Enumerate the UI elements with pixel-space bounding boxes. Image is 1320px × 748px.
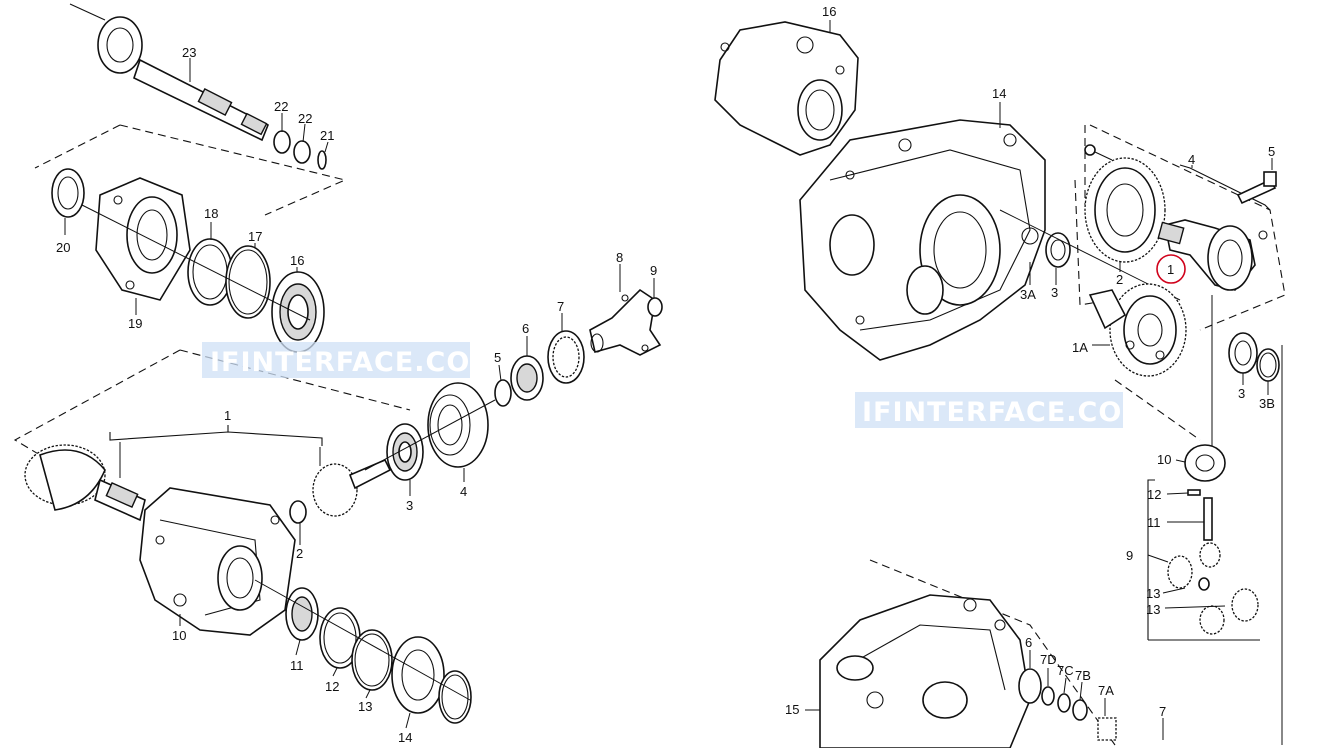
pinion-gear bbox=[312, 458, 392, 517]
transfer-case-housing bbox=[139, 487, 296, 636]
label-7: 7 bbox=[557, 299, 564, 314]
label-r11: 11 bbox=[1147, 515, 1161, 530]
label-r10: 10 bbox=[1157, 452, 1171, 467]
label-22a: 22 bbox=[274, 99, 288, 114]
rings-7D-7C-7B bbox=[1041, 686, 1088, 721]
ring-gear-2 bbox=[1084, 157, 1166, 263]
label-9: 9 bbox=[650, 263, 657, 278]
label-r7A: 7A bbox=[1098, 683, 1114, 698]
label-16: 16 bbox=[290, 253, 304, 268]
ring-3B bbox=[1256, 348, 1280, 382]
label-21: 21 bbox=[320, 128, 334, 143]
label-22b: 22 bbox=[298, 111, 312, 126]
label-r9: 9 bbox=[1126, 548, 1133, 563]
label-r16: 16 bbox=[822, 4, 836, 19]
label-r7D: 7D bbox=[1040, 652, 1057, 667]
o-ring-13 bbox=[351, 629, 393, 691]
label-r13b: 13 bbox=[1146, 602, 1160, 617]
label-r7C: 7C bbox=[1057, 663, 1074, 678]
label-13: 13 bbox=[358, 699, 372, 714]
seal-3 bbox=[1228, 332, 1258, 374]
seal-6 bbox=[1018, 668, 1042, 704]
label-r7B: 7B bbox=[1075, 668, 1091, 683]
pinion-7A bbox=[1097, 717, 1117, 741]
ring-5 bbox=[494, 379, 512, 407]
spider-gears bbox=[1167, 542, 1259, 635]
bearing-11 bbox=[285, 587, 319, 641]
label-r3b: 3 bbox=[1238, 386, 1245, 401]
label-12: 12 bbox=[325, 679, 339, 694]
seal-3-right bbox=[1045, 232, 1071, 268]
label-17: 17 bbox=[248, 229, 262, 244]
o-rings-left bbox=[187, 238, 271, 319]
label-8: 8 bbox=[616, 250, 623, 265]
gear-1A bbox=[1088, 283, 1187, 377]
label-r1A: 1A bbox=[1072, 340, 1088, 355]
ring-2 bbox=[289, 500, 307, 524]
drive-shaft-assembly bbox=[69, 3, 327, 170]
label-14: 14 bbox=[398, 730, 412, 745]
bolt bbox=[1084, 144, 1113, 161]
label-r15: 15 bbox=[785, 702, 799, 717]
label-r6: 6 bbox=[1025, 635, 1032, 650]
label-5: 5 bbox=[494, 350, 501, 365]
label-r3A: 3A bbox=[1020, 287, 1036, 302]
adapter-housing-16 bbox=[714, 21, 859, 156]
label-19: 19 bbox=[128, 316, 142, 331]
highlight-ring bbox=[1156, 254, 1186, 284]
label-4: 4 bbox=[460, 484, 467, 499]
shaft-11 bbox=[1203, 497, 1213, 541]
svg-text:IFINTERFACE.COM: IFINTERFACE.COM bbox=[862, 397, 1150, 428]
part-labels: 23 22 22 21 20 19 18 17 16 1 2 3 4 5 6 7… bbox=[56, 4, 1275, 745]
flange-housing bbox=[51, 168, 191, 301]
bearing-7 bbox=[547, 330, 585, 384]
label-3: 3 bbox=[406, 498, 413, 513]
label-r2: 2 bbox=[1116, 272, 1123, 287]
bevel-gear-shaft bbox=[24, 444, 146, 522]
label-10: 10 bbox=[172, 628, 186, 643]
label-r4: 4 bbox=[1188, 152, 1195, 167]
bearing-16 bbox=[271, 271, 325, 353]
svg-text:IFINTERFACE.COM: IFINTERFACE.COM bbox=[210, 347, 498, 378]
o-ring-15 bbox=[438, 670, 472, 724]
differential-housing-1 bbox=[1157, 219, 1256, 291]
label-r13a: 13 bbox=[1146, 586, 1160, 601]
bolt-5 bbox=[1236, 171, 1277, 205]
gearbox-housing-14 bbox=[799, 119, 1046, 361]
label-r5: 5 bbox=[1268, 144, 1275, 159]
bearing-6 bbox=[510, 355, 544, 401]
cover-14 bbox=[391, 636, 445, 714]
label-r7: 7 bbox=[1159, 704, 1166, 719]
label-r3B: 3B bbox=[1259, 396, 1275, 411]
label-6: 6 bbox=[522, 321, 529, 336]
label-18: 18 bbox=[204, 206, 218, 221]
label-r3: 3 bbox=[1051, 285, 1058, 300]
label-23: 23 bbox=[182, 45, 196, 60]
nut-9 bbox=[647, 297, 663, 317]
label-11: 11 bbox=[290, 658, 304, 673]
label-r14: 14 bbox=[992, 86, 1006, 101]
cover-4 bbox=[427, 382, 489, 468]
label-1: 1 bbox=[224, 408, 231, 423]
label-2: 2 bbox=[296, 546, 303, 561]
o-ring-12 bbox=[319, 607, 361, 669]
label-r12: 12 bbox=[1147, 487, 1161, 502]
gearbox-housing-15 bbox=[819, 594, 1031, 748]
bearing-3 bbox=[386, 423, 424, 481]
label-r1: 1 bbox=[1167, 262, 1174, 277]
watermark-left: IFINTERFACE.COM bbox=[202, 342, 498, 378]
watermark-right: IFINTERFACE.COM bbox=[855, 392, 1150, 428]
flange-8 bbox=[589, 288, 662, 356]
differential-case-10 bbox=[1184, 444, 1226, 482]
label-20: 20 bbox=[56, 240, 70, 255]
pin-12 bbox=[1187, 489, 1201, 496]
